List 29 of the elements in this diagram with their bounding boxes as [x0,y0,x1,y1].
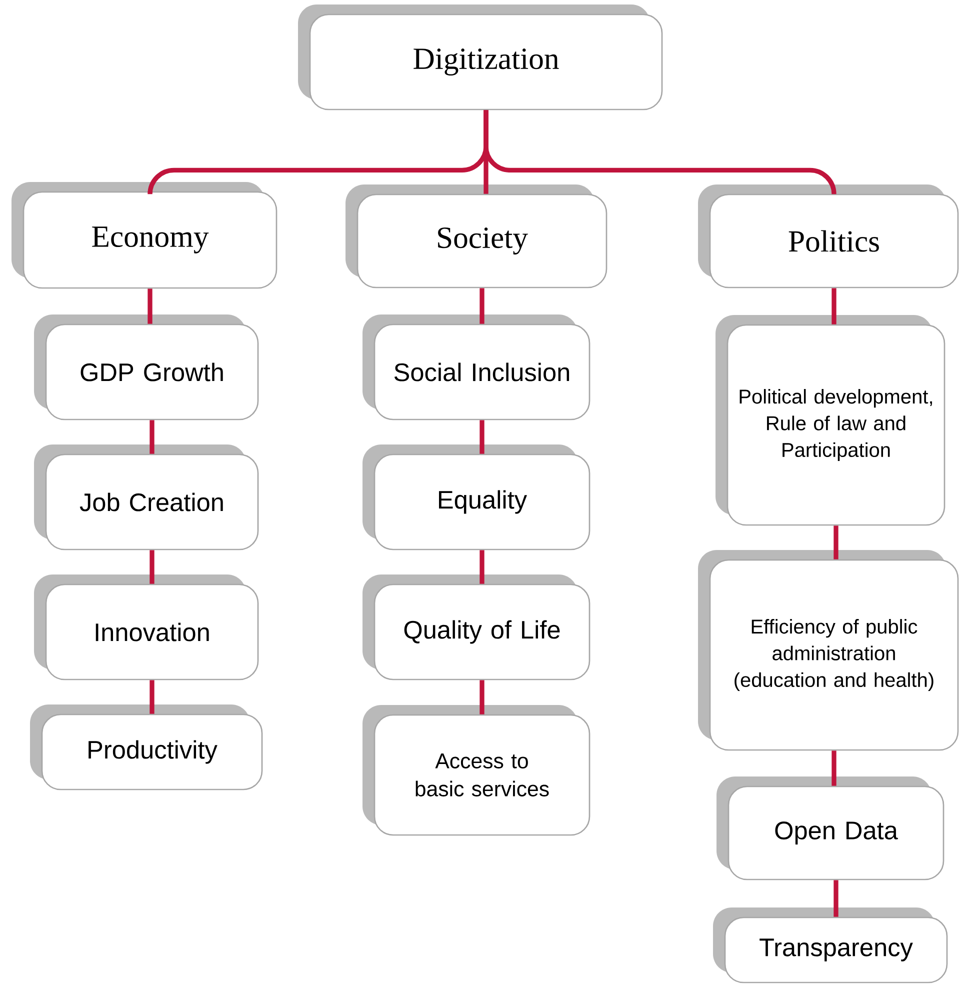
topic-box: Productivity [30,704,263,790]
topic-box: Social Inclusion [362,314,590,420]
connector-line [834,526,838,560]
category-box: Politics [698,184,959,288]
connector-line [832,288,836,324]
topic-box: Open Data [716,776,944,880]
title-box: Digitization [298,4,663,110]
connector-line [480,420,484,454]
connector-line [832,750,836,786]
connector-line [480,288,484,324]
topic-box: Political development, Rule of law and Participation [716,315,946,526]
category-box: Economy [12,182,278,289]
topic-box: Quality of Life [362,574,590,680]
category-box: Society [346,184,608,288]
topic-box: Job Creation [34,444,259,550]
topic-box: Efficiency of public administration (education and health) [698,550,959,751]
connector-line [484,110,836,196]
topic-box: GDP Growth [34,314,259,420]
topic-box: Innovation [34,574,259,680]
connector-line [150,550,154,584]
connector-line [834,880,838,917]
topic-box: Access to basic services [362,705,590,836]
connector-line [480,550,484,584]
connector-line [148,288,152,324]
connector-line [150,420,154,454]
connector-line [150,680,154,714]
topic-box: Transparency [713,908,948,984]
connector-line [480,680,484,714]
topic-box: Equality [362,444,590,550]
